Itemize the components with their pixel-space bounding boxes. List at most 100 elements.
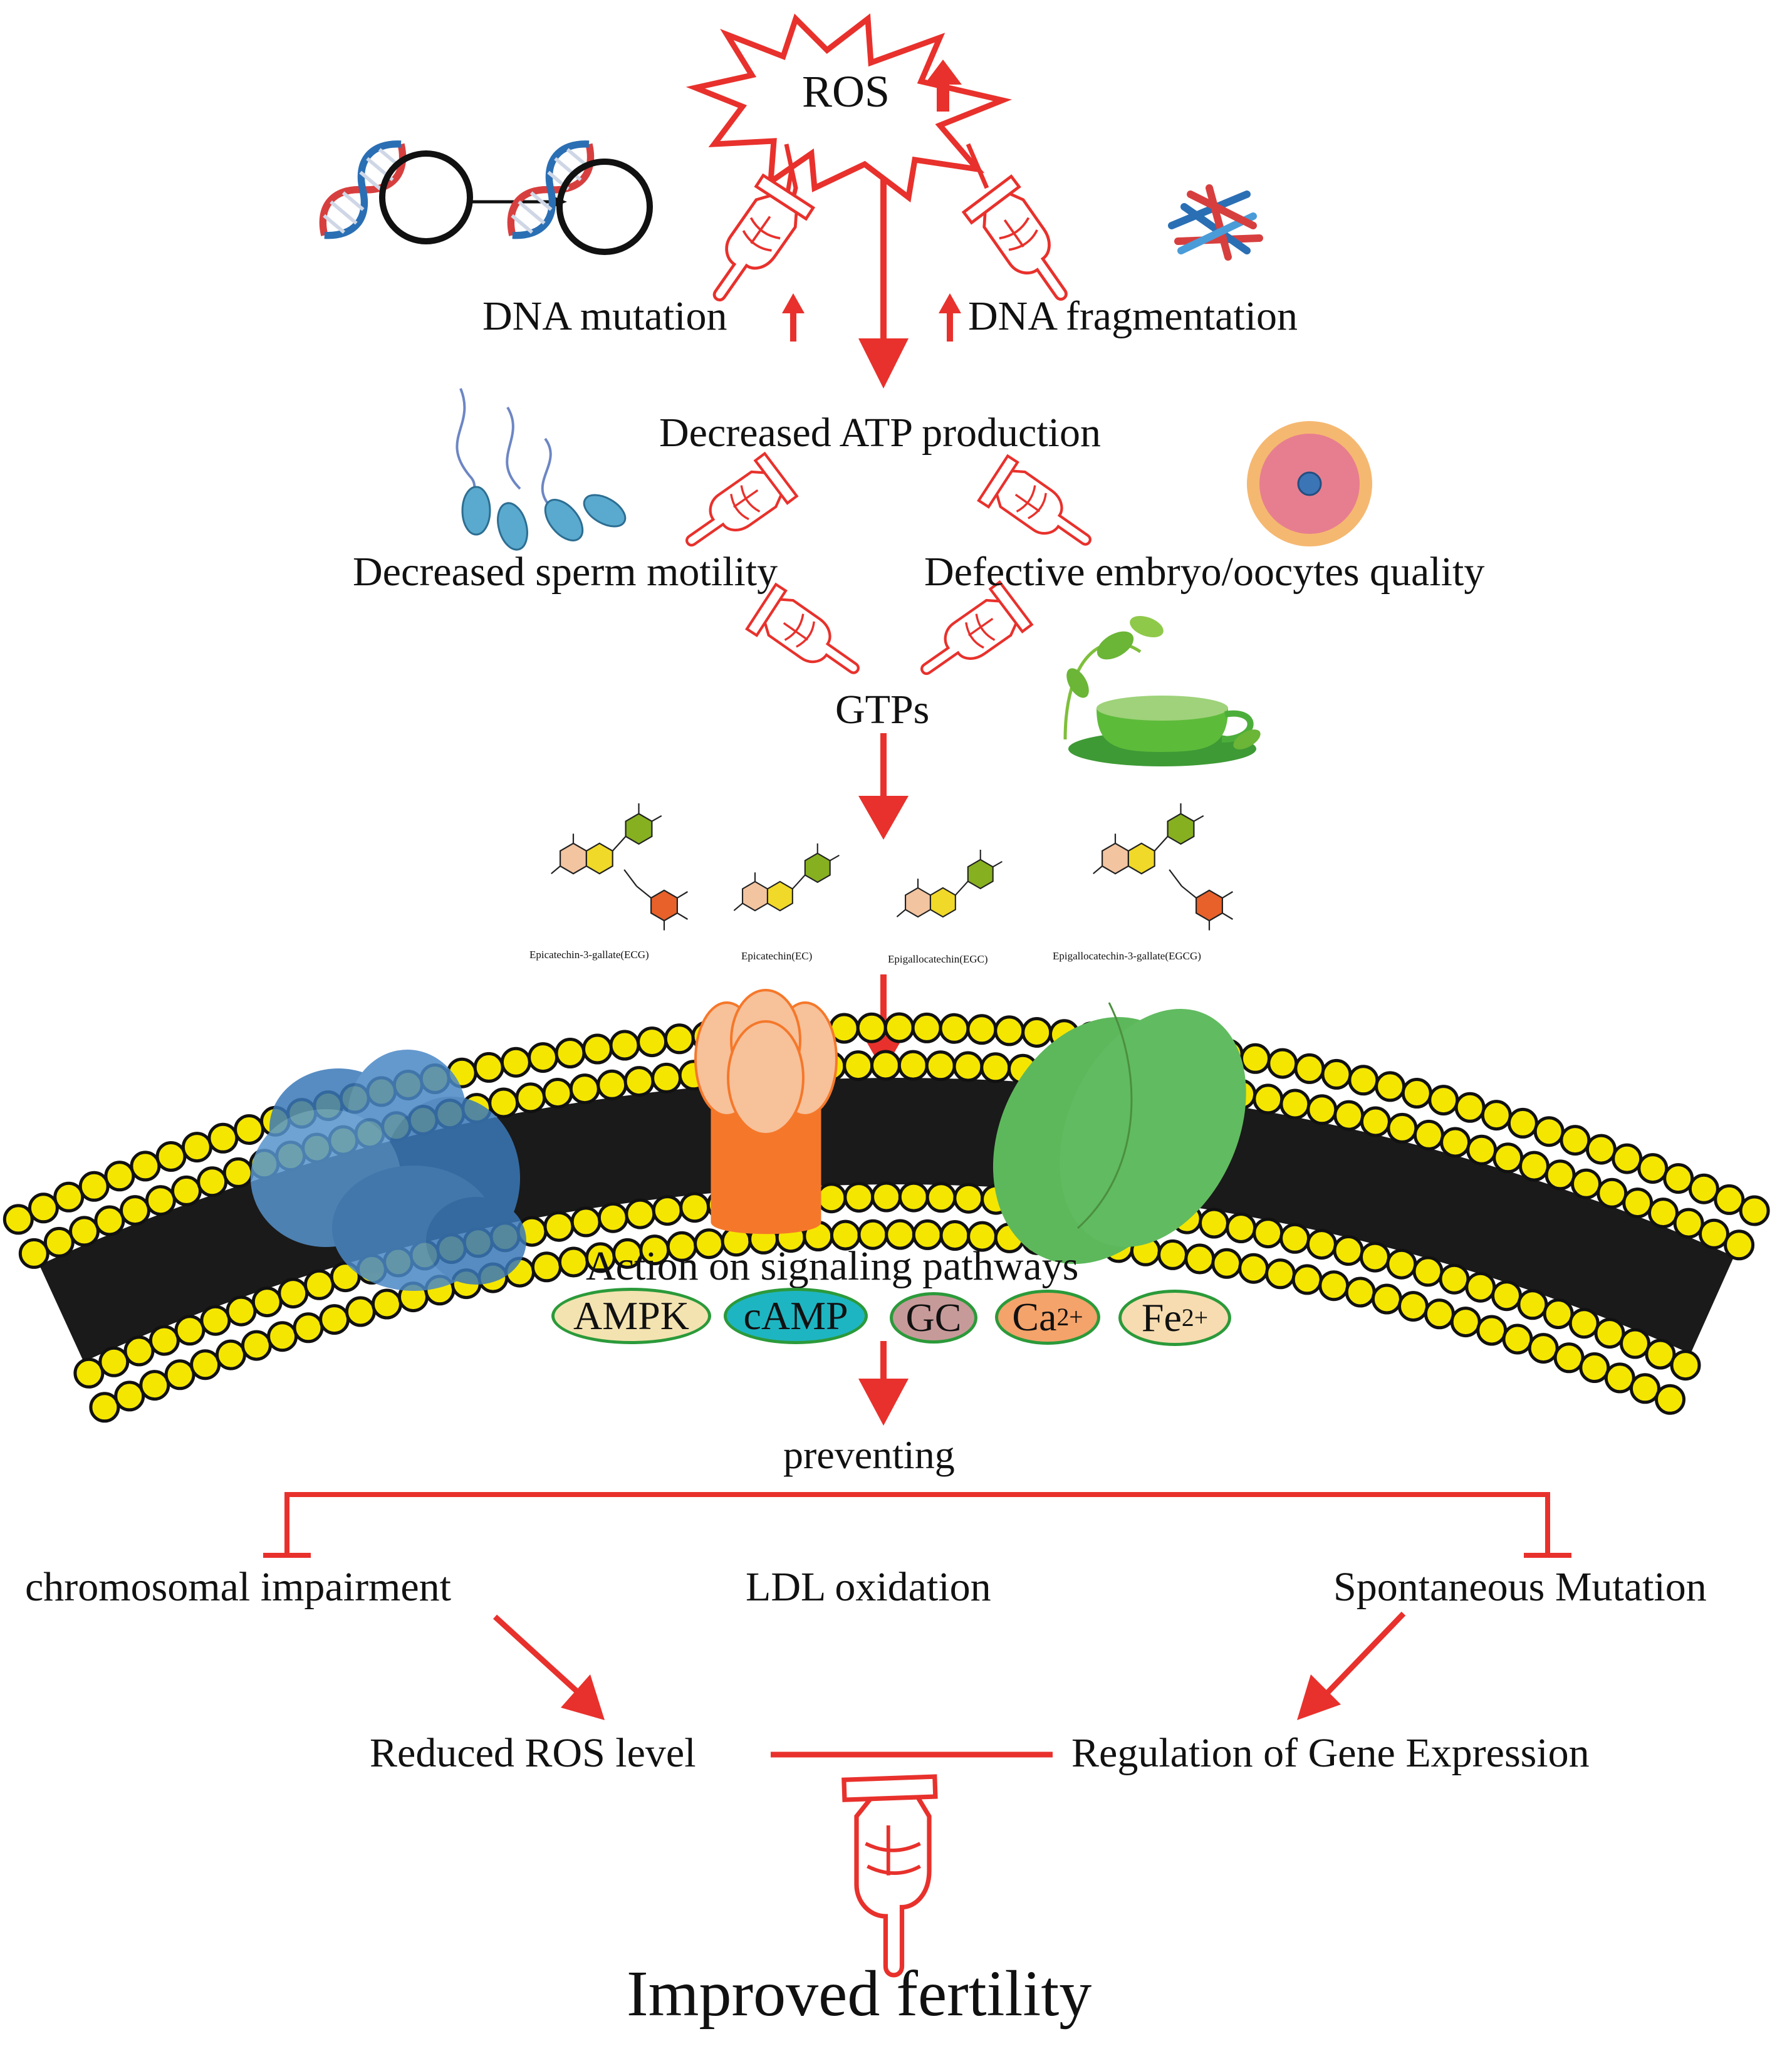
lipid-head bbox=[664, 1023, 695, 1055]
lipid-head bbox=[1688, 1173, 1719, 1204]
pathway-pill: cAMP bbox=[724, 1288, 868, 1344]
green-protein bbox=[992, 1002, 1246, 1265]
lipid-head bbox=[1454, 1092, 1486, 1123]
lipid-head bbox=[181, 1132, 212, 1163]
catechin-egcg-structure bbox=[1092, 802, 1234, 931]
lipid-head bbox=[69, 1216, 100, 1247]
lipid-head bbox=[1673, 1208, 1704, 1239]
pathway-pill: GC bbox=[890, 1292, 977, 1344]
arrow-chromosomal-to-ros bbox=[492, 1614, 588, 1702]
lipid-head bbox=[18, 1238, 49, 1269]
gene-regulation-label: Regulation of Gene Expression bbox=[1071, 1730, 1590, 1776]
lipid-head bbox=[980, 1052, 1011, 1083]
lipid-head bbox=[1543, 1298, 1574, 1329]
preventing-label: preventing bbox=[783, 1433, 955, 1477]
lipid-head bbox=[1492, 1142, 1524, 1174]
lipid-head bbox=[190, 1349, 221, 1380]
lipid-head bbox=[679, 1192, 711, 1223]
lipid-head bbox=[1663, 1163, 1694, 1194]
lipid-head bbox=[1306, 1229, 1337, 1260]
lipid-head bbox=[226, 1295, 257, 1327]
lipid-head bbox=[123, 1335, 155, 1367]
lipid-head bbox=[925, 1182, 957, 1213]
lipid-head bbox=[1424, 1298, 1455, 1330]
lipid-head bbox=[1519, 1151, 1550, 1182]
lipid-head bbox=[1360, 1241, 1390, 1273]
reduced-ros-label: Reduced ROS level bbox=[370, 1730, 696, 1776]
lipid-head bbox=[1267, 1048, 1298, 1079]
lipid-head bbox=[1360, 1106, 1391, 1137]
lipid-head bbox=[1597, 1177, 1628, 1209]
lipid-head bbox=[130, 1151, 161, 1182]
lipid-head bbox=[1645, 1339, 1676, 1370]
lipid-head bbox=[94, 1205, 125, 1236]
lipid-head bbox=[304, 1269, 335, 1300]
lipid-head bbox=[197, 1166, 228, 1198]
lipid-head bbox=[883, 1012, 915, 1043]
lipid-head bbox=[1528, 1333, 1559, 1364]
lipid-head bbox=[1502, 1323, 1533, 1355]
lipid-head bbox=[1465, 1271, 1496, 1303]
lipid-head bbox=[582, 1033, 613, 1065]
dna-icon bbox=[499, 133, 653, 255]
lipid-head bbox=[966, 1014, 998, 1045]
lipid-head bbox=[1545, 1159, 1576, 1191]
lipid-head bbox=[1345, 1276, 1376, 1308]
lipid-head bbox=[319, 1304, 350, 1335]
spontaneous-mutation-label: Spontaneous Mutation bbox=[1333, 1564, 1707, 1610]
lipid-head bbox=[145, 1185, 176, 1216]
catechin-label: Epigallocatechin-3-gallate(EGCG) bbox=[1053, 950, 1201, 962]
pathway-label: Ca bbox=[1012, 1295, 1057, 1339]
pointing-hand-icon bbox=[746, 584, 872, 695]
lipid-head bbox=[171, 1175, 202, 1206]
lipid-head bbox=[843, 1182, 875, 1213]
lipid-head bbox=[1240, 1043, 1271, 1074]
lipid-head bbox=[1533, 1116, 1565, 1147]
lipid-head bbox=[43, 1226, 75, 1258]
lipid-head bbox=[816, 1182, 847, 1214]
lipid-head bbox=[3, 1204, 34, 1235]
pathway-label: Fe bbox=[1141, 1295, 1182, 1340]
lipid-head bbox=[1386, 1248, 1417, 1280]
lipid-head bbox=[1568, 1308, 1600, 1339]
lipid-head bbox=[345, 1296, 376, 1327]
lipid-head bbox=[1265, 1258, 1296, 1290]
lipid-head bbox=[542, 1078, 573, 1109]
lipid-head bbox=[1439, 1263, 1470, 1295]
lipid-head bbox=[1333, 1100, 1365, 1131]
lipid-head bbox=[164, 1359, 195, 1391]
lipid-head bbox=[1466, 1134, 1498, 1166]
sperm-icon bbox=[456, 388, 627, 551]
lipid-head bbox=[1291, 1264, 1323, 1295]
lipid-head bbox=[952, 1051, 984, 1082]
lipid-head bbox=[1648, 1198, 1679, 1229]
lipid-head bbox=[1604, 1362, 1635, 1394]
lipid-head bbox=[1655, 1384, 1685, 1415]
lipid-head bbox=[597, 1202, 628, 1233]
catechin-ec-structure bbox=[733, 842, 840, 912]
dna-icon bbox=[311, 133, 473, 247]
pathway-pill: AMPK bbox=[551, 1288, 711, 1344]
lipid-head bbox=[1739, 1195, 1770, 1226]
lipid-head bbox=[1585, 1134, 1617, 1165]
ldl-oxidation-label: LDL oxidation bbox=[746, 1564, 991, 1610]
lipid-head bbox=[1333, 1235, 1364, 1266]
pointing-hand-icon bbox=[906, 581, 1032, 692]
tea-cup-icon bbox=[1063, 615, 1261, 766]
ros-label: ROS bbox=[802, 66, 890, 117]
lipid-head bbox=[1579, 1352, 1610, 1383]
lipid-head bbox=[1401, 1078, 1432, 1109]
lipid-head bbox=[200, 1305, 231, 1336]
lipid-head bbox=[207, 1122, 239, 1154]
lipid-head bbox=[1481, 1100, 1512, 1131]
pathway-label: cAMP bbox=[743, 1293, 848, 1338]
lipid-head bbox=[1476, 1315, 1508, 1346]
lipid-head bbox=[637, 1026, 668, 1058]
lipid-head bbox=[1398, 1291, 1429, 1322]
lipid-head bbox=[1637, 1153, 1669, 1184]
lipid-head bbox=[1387, 1112, 1418, 1144]
lipid-head bbox=[1517, 1289, 1548, 1320]
lipid-head bbox=[1428, 1085, 1459, 1116]
